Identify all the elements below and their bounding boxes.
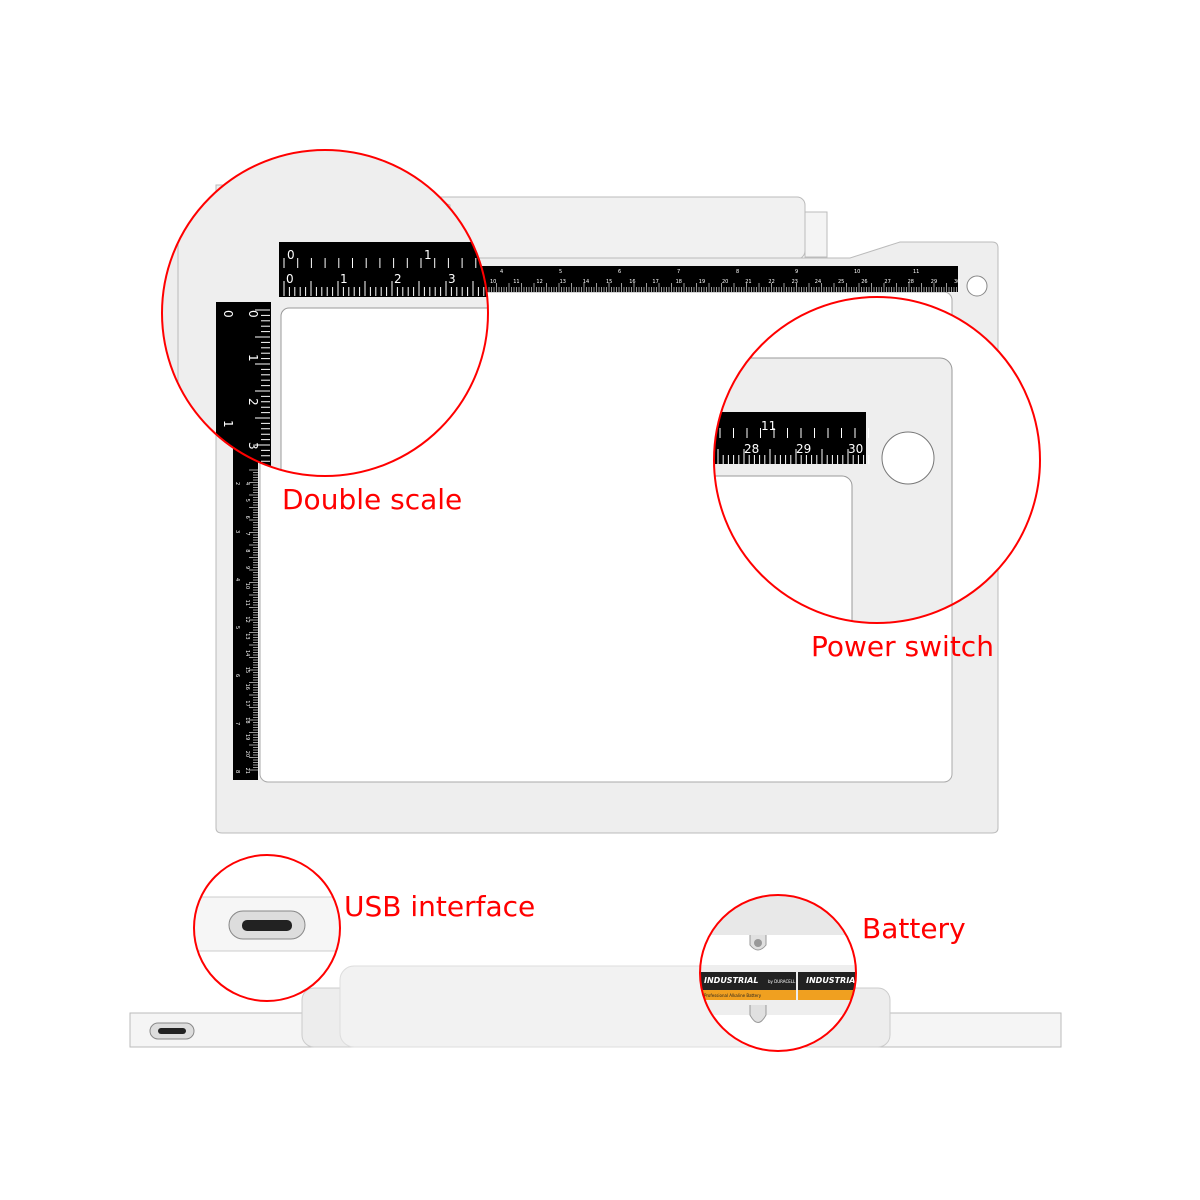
cm-label: 21 <box>745 279 751 285</box>
battery-brand-2: INDUSTRIAL <box>806 976 860 985</box>
cm-label: 13 <box>560 279 566 285</box>
cm-label: 3 <box>448 272 456 286</box>
inch-label: 0 <box>221 310 235 318</box>
inch-label: 7 <box>234 722 240 725</box>
cm-label: 28 <box>744 442 759 456</box>
label-double-scale: Double scale <box>282 483 463 516</box>
cm-label: 7 <box>244 532 250 535</box>
cm-label: 2 <box>246 398 260 406</box>
inch-label: 10 <box>854 269 860 275</box>
cm-label: 19 <box>244 734 250 740</box>
inch-label: 3 <box>234 530 240 533</box>
cm-label: 24 <box>815 279 821 285</box>
cm-label: 26 <box>861 279 867 285</box>
cm-label: 12 <box>536 279 542 285</box>
cm-label: 30 <box>954 279 960 285</box>
cm-label: 0 <box>286 272 294 286</box>
ruler-body <box>279 242 488 297</box>
cm-label: 11 <box>513 279 519 285</box>
usb-callout <box>193 854 341 1002</box>
inch-label: 1 <box>221 420 235 428</box>
tube-end <box>804 211 828 258</box>
inch-label: 5 <box>234 626 240 629</box>
cm-label: 21 <box>244 768 250 774</box>
cm-label: 11 <box>244 600 250 606</box>
cm-label: 29 <box>931 279 937 285</box>
cm-label: 18 <box>676 279 682 285</box>
cm-label: 15 <box>606 279 612 285</box>
cm-label: 23 <box>792 279 798 285</box>
cm-label: 18 <box>244 717 250 723</box>
inch-label: 0 <box>287 248 295 262</box>
inch-label: 9 <box>795 269 798 275</box>
inch-label: 7 <box>677 269 680 275</box>
cm-label: 12 <box>244 616 250 622</box>
inch-label: 11 <box>761 419 776 433</box>
inch-label: 5 <box>559 269 562 275</box>
cm-label: 16 <box>244 684 250 690</box>
cm-label: 14 <box>583 279 589 285</box>
double-scale-callout: 0 1 2 3 0 1 0 1 2 3 0 1 <box>161 149 489 477</box>
battery-tube-top <box>419 196 806 260</box>
cm-label: 3 <box>246 442 260 450</box>
cm-label: 20 <box>722 279 728 285</box>
inch-label: 4 <box>500 269 503 275</box>
battery-tag: Professional Alkaline Battery <box>704 993 762 998</box>
inch-label: 8 <box>736 269 739 275</box>
cm-label: 30 <box>848 442 863 456</box>
inch-label: 1 <box>424 248 432 262</box>
cm-label: 27 <box>884 279 890 285</box>
power-switch[interactable] <box>966 275 988 297</box>
cm-label: 5 <box>244 499 250 502</box>
battery-callout: INDUSTRIAL INDUSTRIAL by DURACELL Profes… <box>699 894 860 1052</box>
cm-label: 16 <box>629 279 635 285</box>
inch-label: 6 <box>234 674 240 677</box>
inch-label: 6 <box>618 269 621 275</box>
cm-label: 13 <box>244 633 250 639</box>
label-usb-interface: USB interface <box>344 890 536 923</box>
inch-label: 8 <box>234 770 240 773</box>
cm-label: 10 <box>244 583 250 589</box>
cm-label: 29 <box>796 442 811 456</box>
ruler-body <box>714 412 866 464</box>
cm-label: 14 <box>244 650 250 656</box>
label-battery: Battery <box>862 912 966 945</box>
cm-label: 1 <box>340 272 348 286</box>
inch-label: 4 <box>234 578 240 581</box>
label-power-switch: Power switch <box>811 630 994 663</box>
cm-label: 20 <box>244 751 250 757</box>
battery-brand: INDUSTRIAL <box>704 976 758 985</box>
cm-label: 10 <box>490 279 496 285</box>
cm-label: 17 <box>652 279 658 285</box>
cm-label: 9 <box>244 566 250 569</box>
inch-label: 2 <box>234 482 240 485</box>
inch-label: 11 <box>913 269 919 275</box>
cm-label: 22 <box>768 279 774 285</box>
cm-label: 28 <box>908 279 914 285</box>
cm-label: 15 <box>244 667 250 673</box>
cm-label: 0 <box>246 310 260 318</box>
cm-label: 8 <box>244 549 250 552</box>
cm-label: 25 <box>838 279 844 285</box>
cm-label: 6 <box>244 516 250 519</box>
cm-label: 19 <box>699 279 705 285</box>
cm-label: 17 <box>244 700 250 706</box>
cm-label: 4 <box>244 482 250 485</box>
cm-label: 2 <box>394 272 402 286</box>
battery-sub: by DURACELL <box>768 979 796 984</box>
cm-label: 1 <box>246 354 260 362</box>
